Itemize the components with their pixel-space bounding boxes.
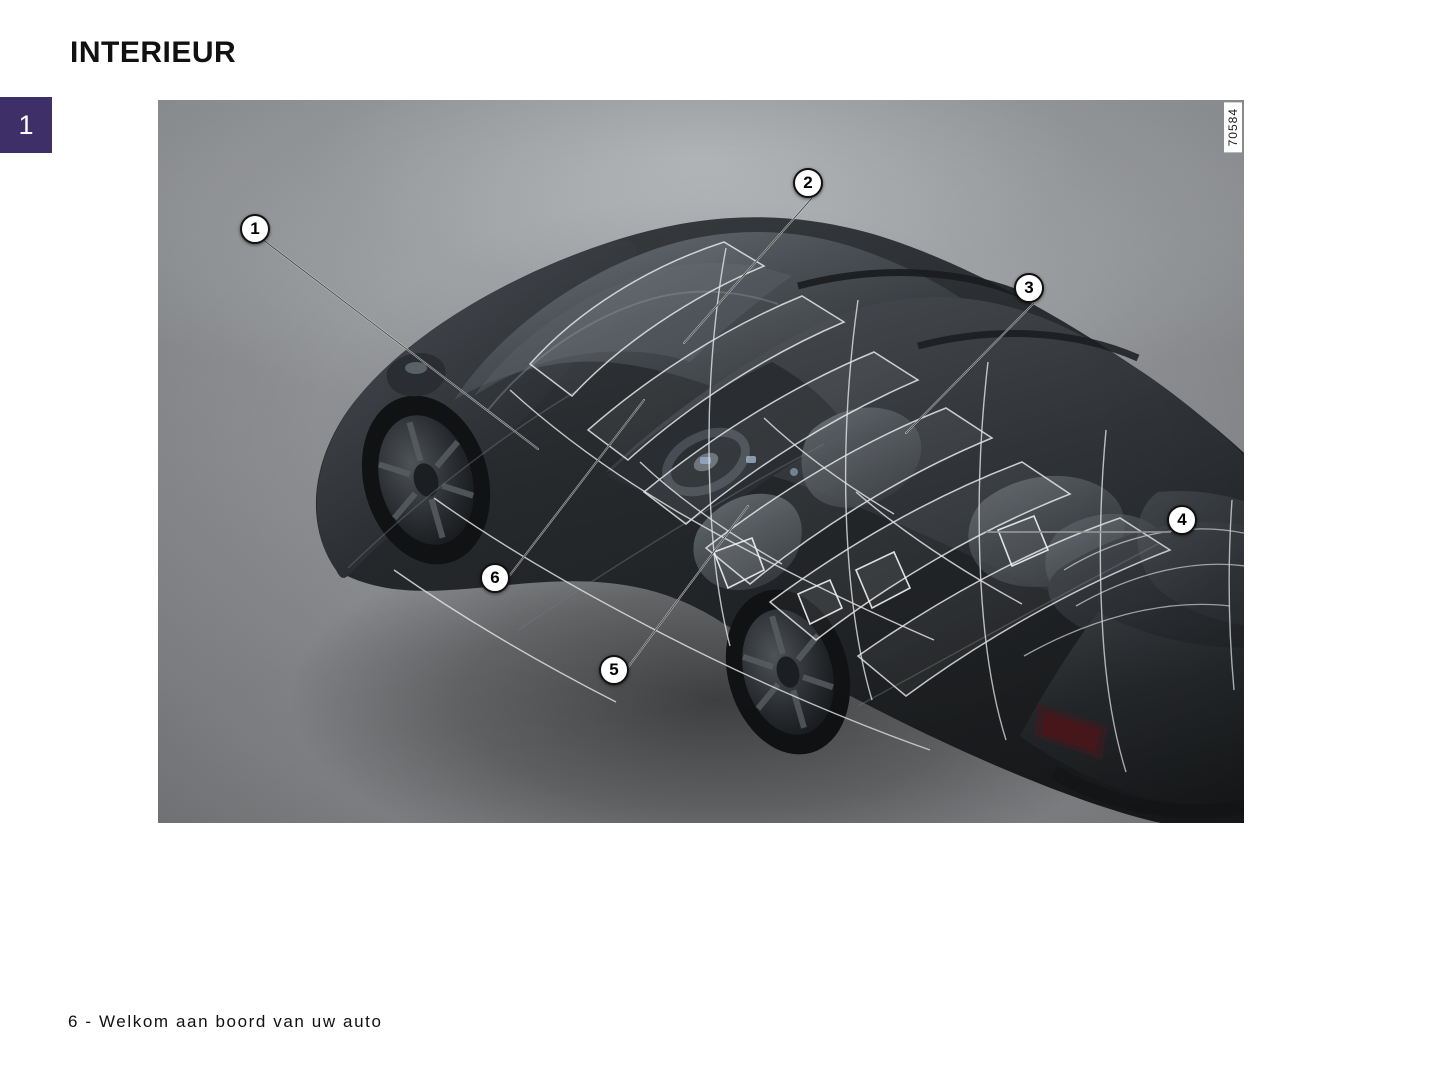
callout-marker-6[interactable]: 6: [480, 563, 510, 593]
image-vignette: [158, 100, 1244, 823]
callout-marker-2[interactable]: 2: [793, 168, 823, 198]
interior-illustration: 1 2 3 4 5 6 70584: [158, 100, 1244, 823]
callout-number-5: 5: [609, 660, 619, 679]
vehicle-artwork: [288, 217, 1244, 823]
callout-number-1: 1: [250, 219, 260, 238]
callout-marker-5[interactable]: 5: [599, 655, 629, 685]
chapter-number: 1: [18, 109, 34, 140]
callout-leader-lines: [261, 197, 1171, 679]
callout-number-3: 3: [1024, 278, 1034, 297]
callout-marker-4[interactable]: 4: [1167, 505, 1197, 535]
chapter-tab: 1: [0, 97, 52, 153]
illustration-reference-code: 70584: [1224, 102, 1242, 153]
callout-number-4: 4: [1177, 510, 1187, 529]
callout-number-2: 2: [803, 173, 813, 192]
callout-marker-1[interactable]: 1: [240, 214, 270, 244]
page-title: INTERIEUR: [70, 36, 237, 69]
callout-marker-3[interactable]: 3: [1014, 273, 1044, 303]
callout-number-6: 6: [490, 568, 500, 587]
page-footer: 6 - Welkom aan boord van uw auto: [68, 1012, 383, 1031]
